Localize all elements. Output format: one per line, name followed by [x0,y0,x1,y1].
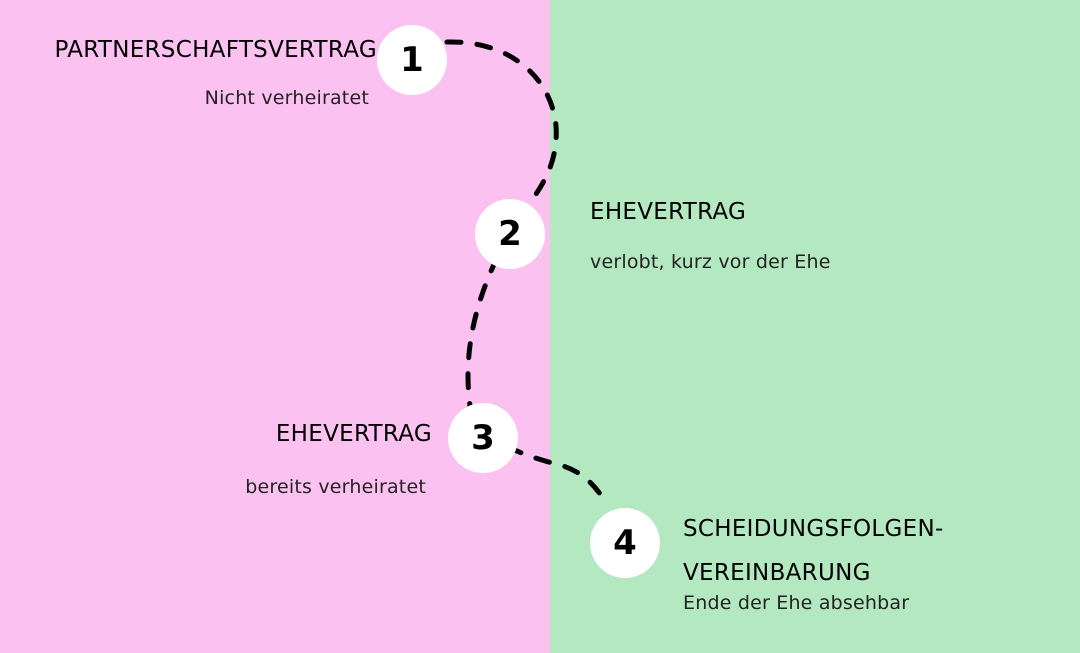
step-4-subtitle: Ende der Ehe absehbar [683,592,910,614]
step-2-title: EHEVERTRAG [590,199,747,225]
step-4-title-line-2: VEREINBARUNG [683,560,871,586]
step-4-circle: 4 [590,508,660,578]
step-4-title: SCHEIDUNGSFOLGEN- VEREINBARUNG [683,507,944,595]
step-1-number: 1 [400,40,424,80]
step-4-title-line-1: SCHEIDUNGSFOLGEN- [683,516,944,542]
step-2-circle: 2 [475,199,545,269]
step-2-number: 2 [498,214,522,254]
step-2-subtitle: verlobt, kurz vor der Ehe [590,251,831,273]
step-3-circle: 3 [448,403,518,473]
step-4-number: 4 [613,523,637,563]
step-1-subtitle: Nicht verheiratet [204,87,369,109]
step-3-number: 3 [471,418,495,458]
step-1-title: PARTNERSCHAFTSVERTRAG [54,37,377,63]
step-3-title: EHEVERTRAG [275,421,432,447]
step-1-circle: 1 [377,25,447,95]
step-3-subtitle: bereits verheiratet [245,476,426,498]
left-panel [0,0,550,653]
